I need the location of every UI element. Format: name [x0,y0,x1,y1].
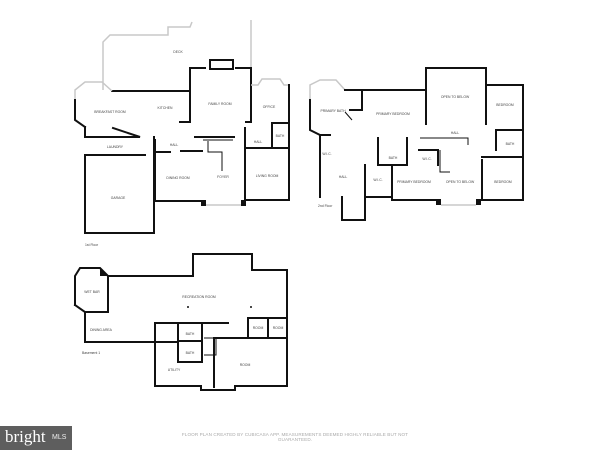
room-label: FOYER [217,175,229,179]
room-label: BATH [506,142,515,146]
disclaimer-text: FLOOR PLAN CREATED BY CUBICASA APP. MEAS… [181,432,409,442]
room-label: DINING AREA [90,328,113,332]
room-label: BEDROOM [496,103,514,107]
bright-mls-logo: bright MLS [0,426,72,450]
room-label: OFFICE [263,105,276,109]
room-label: GARAGE [111,196,126,200]
floor-label: Basement 1 [82,351,100,355]
room-label: PRIMARY BEDROOM [397,180,431,184]
room-label: OPEN TO BELOW [441,95,470,99]
room-label: DINING ROOM [166,176,190,180]
room-label: HALL [451,131,460,135]
room-label: BATH [276,134,285,138]
deck-outline [102,21,193,90]
room-label: BATH [186,351,195,355]
room-label: UTILITY [168,368,181,372]
room-label: LAUNDRY [107,145,124,149]
room-label: BATH [389,156,398,160]
second-floor-plan [309,67,524,221]
room-label: ROOM [240,363,251,367]
logo-suffix: MLS [52,434,67,441]
room-label: KITCHEN [158,106,173,110]
room-label: LIVING ROOM [256,174,279,178]
floor-label: 1st Floor [85,243,99,247]
room-label: OPEN TO BELOW [446,180,475,184]
room-label: BREAKFAST ROOM [94,110,126,114]
room-label: BATH [186,332,195,336]
room-label: ROOM [273,326,284,330]
room-label: W.I.C. [373,178,382,182]
fireplace [209,59,234,70]
logo-text: bright [5,427,46,446]
room-label: ROOM [253,326,264,330]
room-label: PRIMARY BATH [320,109,346,113]
room-label: PRIMARY BEDROOM [376,112,410,116]
first-floor-plan [74,20,290,234]
room-label: BEDROOM [494,180,512,184]
room-label: DECK [173,50,183,54]
room-label: HALL [170,143,179,147]
basement-plan [73,253,288,391]
floor-label: 2nd Floor [318,204,333,208]
room-label: W.I.C. [322,152,331,156]
room-label: HALL [339,175,348,179]
room-label: HALL [254,140,263,144]
room-label: W.I.C. [422,157,431,161]
room-label: WET BAR [84,290,100,294]
room-label: RECREATION ROOM [182,295,216,299]
room-label: FAMILY ROOM [208,102,231,106]
